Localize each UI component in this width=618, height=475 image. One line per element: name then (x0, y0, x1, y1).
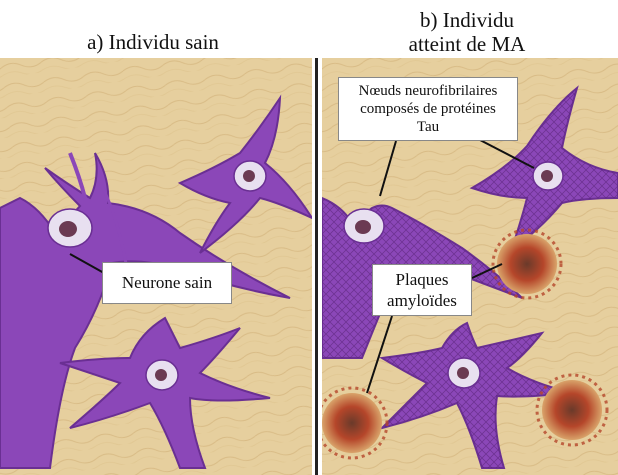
title-alzheimer: b) Individu atteint de MA (372, 8, 562, 56)
label-tau-line3: Tau (345, 118, 511, 136)
label-tau-tangles: Nœuds neurofibrilaires composés de proté… (338, 77, 518, 141)
neuron-large-nucleus (59, 221, 77, 237)
label-tau-line2: composés de protéines (345, 100, 511, 118)
title-alzheimer-line1: b) Individu (372, 8, 562, 32)
label-healthy-neuron: Neurone sain (102, 262, 232, 304)
title-alzheimer-line2: atteint de MA (372, 32, 562, 56)
neuron-top-right-nucleus (243, 170, 255, 182)
neuron-bottom-nucleus (457, 367, 469, 379)
neuron-bottom-nucleus (155, 369, 167, 381)
neuron-top-right-nucleus (541, 170, 553, 182)
label-plaques-line2: amyloïdes (379, 290, 465, 311)
label-tau-line1: Nœuds neurofibrilaires (345, 82, 511, 100)
label-plaques-line1: Plaques (379, 269, 465, 290)
label-amyloid-plaques: Plaques amyloïdes (372, 264, 472, 316)
title-healthy: a) Individu sain (48, 30, 258, 54)
panel-divider (315, 58, 318, 475)
neuron-left-nucleus (355, 220, 371, 234)
